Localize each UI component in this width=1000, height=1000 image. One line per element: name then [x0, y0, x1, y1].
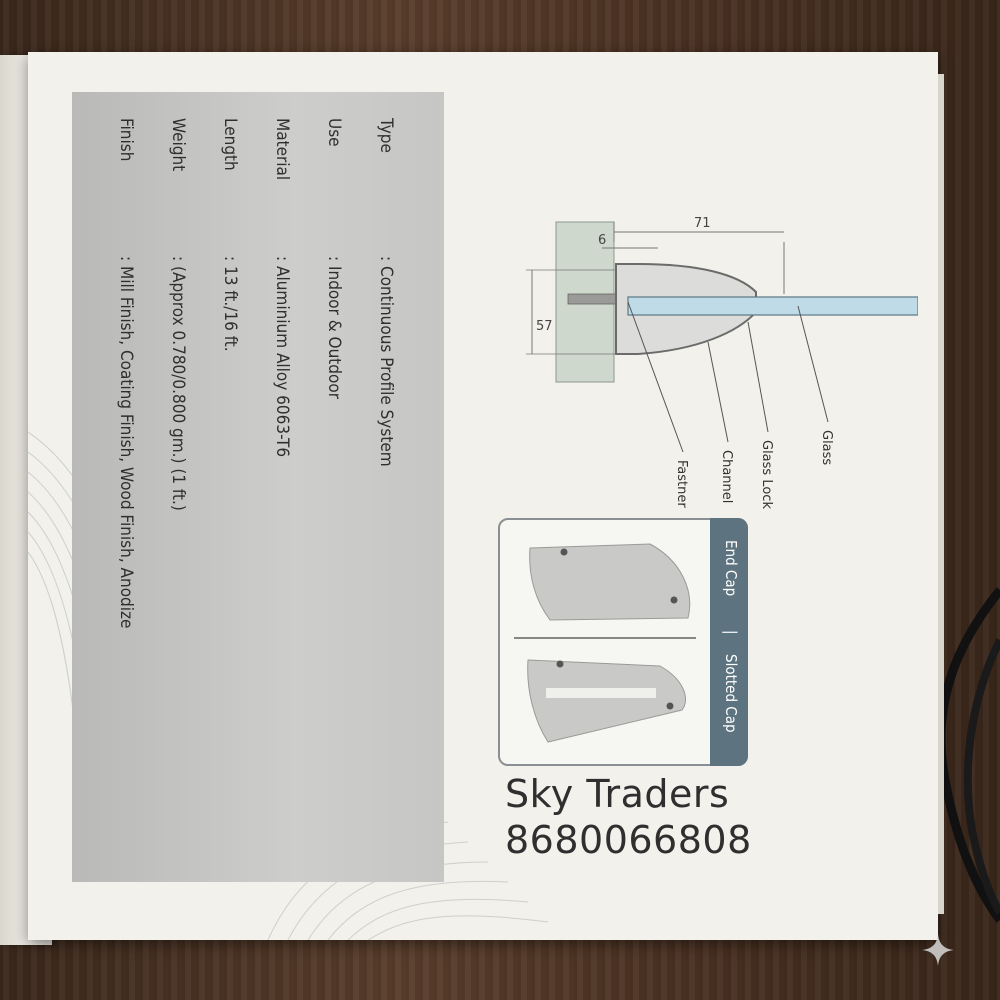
dim-side-label: 57 — [536, 319, 553, 334]
spec-value: : Continuous Profile System — [376, 256, 396, 467]
label-glass-lock: Glass Lock — [759, 440, 774, 509]
spec-value: : 13 ft./16 ft. — [220, 256, 240, 352]
spec-key: Use — [324, 118, 344, 147]
spec-key: Length — [220, 118, 240, 171]
label-glass: Glass — [819, 430, 834, 465]
page-edge — [938, 74, 944, 914]
end-cap-image — [514, 543, 696, 743]
brochure-page: Type : Continuous Profile System Use : I… — [28, 52, 944, 940]
brand-name: Sky Traders — [505, 772, 730, 816]
spec-key: Weight — [168, 118, 188, 172]
dim-top-label: 71 — [694, 216, 711, 231]
slotted-cap-label: Slotted Cap — [722, 654, 740, 733]
caps-label-band: End Cap | Slotted Cap — [710, 518, 748, 766]
brand-phone: 8680066808 — [505, 818, 752, 862]
spec-panel — [72, 92, 444, 882]
spec-value: : (Approx 0.780/0.800 gm.) (1 ft.) — [168, 256, 188, 511]
spec-value: : Aluminium Alloy 6063-T6 — [272, 256, 292, 458]
spec-key: Material — [272, 118, 292, 181]
profile-cross-section-diagram: 71 6 57 Glass Glass Lock Channel Fastner — [526, 216, 918, 509]
brand-block: Sky Traders 8680066808 — [505, 772, 752, 862]
spec-key: Finish — [116, 118, 136, 162]
caps-panel: End Cap | Slotted Cap — [498, 518, 748, 766]
spec-list: Type : Continuous Profile System Use : I… — [116, 118, 396, 628]
dim-small-label: 6 — [598, 233, 606, 248]
end-cap-label: End Cap — [722, 540, 740, 597]
spec-value: : Mill Finish, Coating Finish, Wood Fini… — [116, 256, 136, 629]
spec-value: : Indoor & Outdoor — [324, 256, 344, 399]
glass-panel — [627, 296, 918, 316]
sparkle-icon — [922, 934, 954, 966]
label-fastner: Fastner — [674, 460, 689, 508]
cap-separator: | — [722, 630, 740, 635]
spec-key: Type — [376, 118, 396, 153]
label-channel: Channel — [719, 450, 734, 503]
